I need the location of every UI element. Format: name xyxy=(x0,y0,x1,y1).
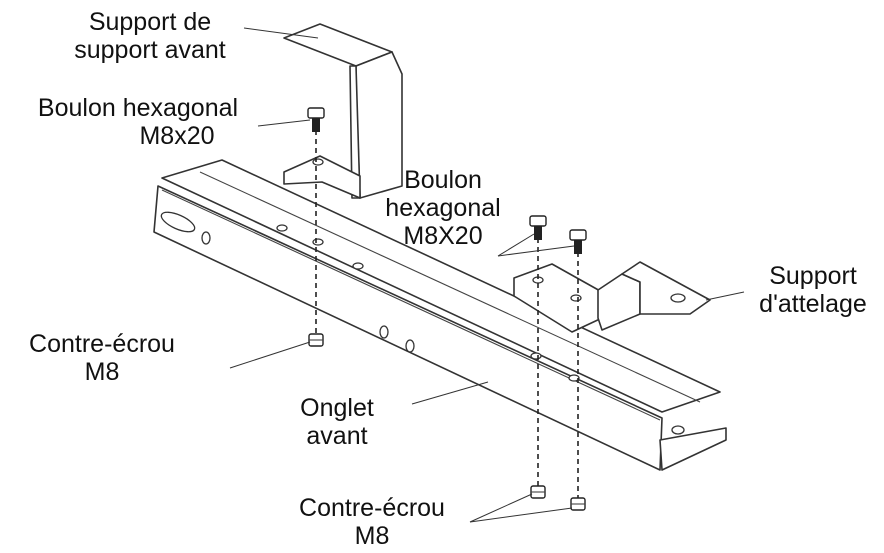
hitch-hole xyxy=(570,294,582,302)
label-front-bracket-support: Support de support avant xyxy=(74,8,226,64)
rail-bend-line xyxy=(161,189,661,421)
hex-bolt-left xyxy=(307,107,325,132)
lock-nut-bottom-2 xyxy=(570,497,586,511)
rail-bottom-lip xyxy=(659,427,727,471)
label-front-tab: Onglet avant xyxy=(300,394,374,450)
leader-hitch-support xyxy=(705,291,745,301)
bracket-hole xyxy=(312,158,324,166)
rail-hole xyxy=(312,238,324,246)
hitch-riser xyxy=(597,273,641,331)
rail-hole xyxy=(530,352,542,360)
leader-hex-bolt-right-2 xyxy=(497,245,575,257)
label-hitch-support: Support d'attelage xyxy=(759,262,867,318)
leader-lock-nut-bottom-1 xyxy=(469,493,533,523)
leader-front-tab xyxy=(411,381,489,405)
label-hex-bolt-left: Boulon hexagonal M8x20 xyxy=(37,94,239,150)
hitch-upper-plate xyxy=(621,261,711,315)
label-lock-nut-bottom: Contre-écrou M8 xyxy=(299,494,445,550)
bracket-bottom-plate xyxy=(283,155,361,199)
rail-side-face xyxy=(153,185,663,471)
rail-end-slot xyxy=(160,211,196,233)
rail-inner-line xyxy=(199,171,701,403)
rail-hole xyxy=(276,224,288,232)
leader-lock-nut-bottom-2 xyxy=(469,507,573,523)
label-lock-nut-left: Contre-écrou M8 xyxy=(29,330,175,386)
leader-hex-bolt-right-1 xyxy=(497,233,535,257)
leader-hex-bolt-left xyxy=(257,119,311,127)
hitch-hole xyxy=(670,293,686,303)
rail-hole xyxy=(201,231,211,245)
label-hex-bolt-right: Boulon hexagonal M8X20 xyxy=(385,166,501,250)
hex-bolt-right-1 xyxy=(529,215,547,240)
rail-hole xyxy=(379,325,389,339)
lock-nut-bottom-1 xyxy=(530,485,546,499)
rail-top-flange xyxy=(161,159,721,413)
leader-front-bracket xyxy=(243,27,319,39)
rail-hole xyxy=(405,339,415,353)
hex-bolt-right-2 xyxy=(569,229,587,254)
lock-nut-left xyxy=(308,333,324,347)
leader-lock-nut-left xyxy=(229,341,311,369)
rail-hole xyxy=(568,374,580,382)
rail-hole xyxy=(352,262,364,270)
front-bracket xyxy=(283,23,403,199)
front-rail xyxy=(153,159,727,471)
rail-hole xyxy=(671,425,685,435)
